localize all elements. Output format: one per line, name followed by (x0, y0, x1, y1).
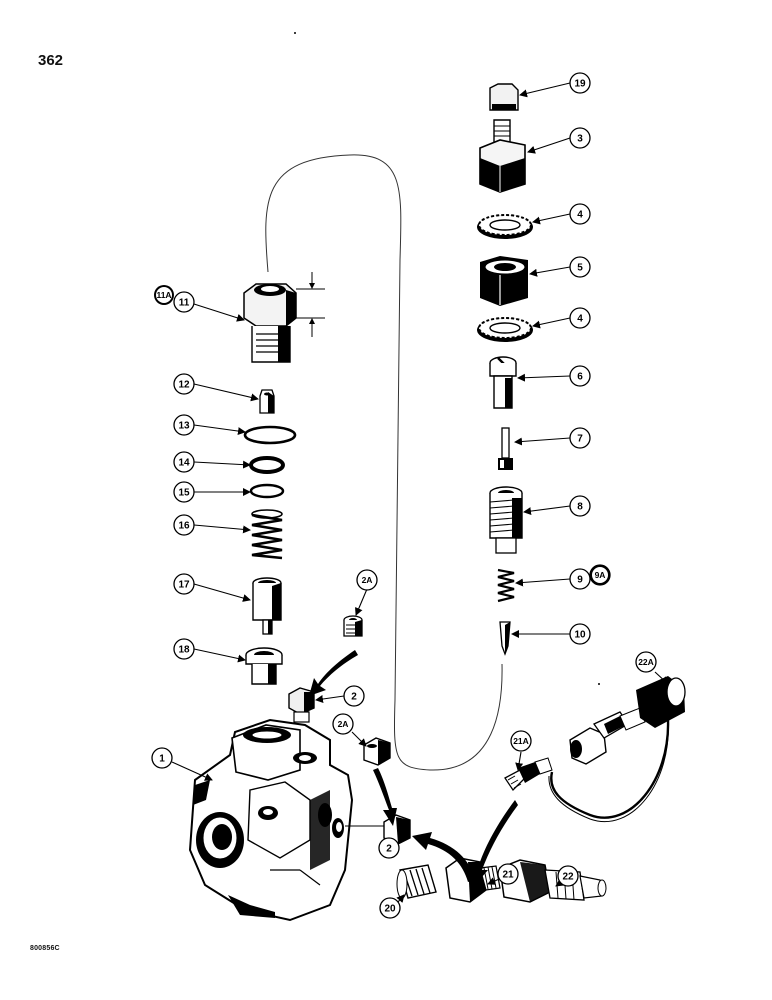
svg-text:20: 20 (384, 904, 396, 915)
oring-part-13 (243, 425, 297, 445)
svg-text:4: 4 (577, 210, 583, 221)
callout-3: 3 (569, 127, 591, 149)
plug-part-2-bottom (345, 814, 411, 845)
callout-17: 17 (173, 573, 195, 595)
valve-body-part-1 (188, 718, 354, 922)
fitting-part-3 (479, 119, 526, 193)
callout-19: 19 (569, 72, 591, 94)
orifice-part-2A-top (343, 615, 363, 637)
svg-text:10: 10 (574, 630, 586, 641)
svg-text:2A: 2A (338, 719, 349, 729)
cap-part-19 (489, 83, 519, 111)
svg-text:5: 5 (577, 263, 583, 274)
orifice-part-2A-mid (363, 737, 391, 766)
callout-2-top: 2 (343, 685, 365, 707)
callout-21: 21 (497, 863, 519, 885)
svg-text:21A: 21A (513, 736, 529, 746)
callout-12: 12 (173, 373, 195, 395)
leader-lines (171, 82, 669, 903)
svg-text:2: 2 (351, 692, 357, 703)
svg-text:11A: 11A (156, 290, 171, 300)
hexnut-part-5 (480, 256, 528, 306)
callout-22: 22 (557, 865, 579, 887)
callout-18: 18 (173, 638, 195, 660)
piston-part-17 (252, 577, 282, 635)
backup-ring-part-14 (249, 456, 285, 474)
svg-text:6: 6 (577, 372, 583, 383)
callout-10: 10 (569, 623, 591, 645)
svg-text:15: 15 (178, 488, 190, 499)
callout-11A: 11A (154, 285, 174, 305)
svg-text:9: 9 (577, 575, 583, 586)
adjusting-screw-part-6 (489, 356, 517, 409)
callout-2A-mid: 2A (332, 713, 354, 735)
lockwasher-part-4a (477, 214, 533, 239)
svg-text:7: 7 (577, 434, 583, 445)
stray-dot-2 (598, 683, 600, 685)
callout-15: 15 (173, 481, 195, 503)
page-number: 362 (38, 52, 64, 69)
quick-coupler-part-22A (548, 676, 686, 822)
plug-part-18 (245, 647, 283, 685)
callout-4b: 4 (569, 307, 591, 329)
callout-1: 1 (151, 747, 173, 769)
callout-20: 20 (379, 897, 401, 919)
pin-part-7 (498, 427, 513, 470)
svg-text:9A: 9A (595, 570, 606, 580)
seat-part-12 (259, 389, 275, 414)
callout-14: 14 (173, 451, 195, 473)
svg-text:13: 13 (178, 421, 190, 432)
callout-21A: 21A (510, 730, 532, 752)
oring-part-15 (249, 483, 285, 499)
spring-part-9 (497, 568, 515, 603)
adapter-part-21A (504, 757, 553, 792)
svg-text:21: 21 (502, 870, 514, 881)
drawing-code: 800856C (30, 945, 60, 952)
needle-part-10 (499, 621, 511, 656)
callout-9A: 9A (589, 564, 611, 586)
svg-text:12: 12 (178, 380, 190, 391)
nipple-part-20 (396, 864, 437, 899)
svg-text:1: 1 (159, 754, 165, 765)
callout-11: 11 (173, 291, 195, 313)
callout-13: 13 (173, 414, 195, 436)
assembly-arrows (309, 650, 518, 885)
svg-text:3: 3 (577, 134, 583, 145)
svg-text:22: 22 (562, 872, 574, 883)
callout-22A: 22A (635, 651, 657, 673)
callout-7: 7 (569, 427, 591, 449)
svg-text:17: 17 (178, 580, 190, 591)
callout-8: 8 (569, 495, 591, 517)
svg-text:11: 11 (179, 298, 190, 309)
lockwasher-part-4b (477, 317, 533, 342)
callout-4a: 4 (569, 203, 591, 225)
svg-text:14: 14 (178, 458, 190, 469)
svg-text:2: 2 (386, 844, 392, 855)
svg-text:2A: 2A (362, 575, 373, 585)
callout-2-bottom: 2 (378, 837, 400, 859)
sleeve-part-8 (489, 486, 523, 554)
plug-part-2-top (288, 687, 315, 723)
svg-text:4: 4 (577, 314, 583, 325)
stray-dot (294, 32, 296, 34)
svg-text:18: 18 (178, 645, 190, 656)
callout-2A-top: 2A (356, 569, 378, 591)
svg-text:8: 8 (577, 502, 583, 513)
svg-text:16: 16 (178, 521, 190, 532)
tube-line (265, 154, 503, 771)
svg-text:19: 19 (574, 79, 586, 90)
callout-5: 5 (569, 256, 591, 278)
callout-9: 9 (569, 568, 591, 590)
svg-text:22A: 22A (638, 657, 654, 667)
callout-6: 6 (569, 365, 591, 387)
spring-part-16 (251, 509, 283, 560)
callout-16: 16 (173, 514, 195, 536)
cartridge-part-11 (243, 272, 325, 363)
